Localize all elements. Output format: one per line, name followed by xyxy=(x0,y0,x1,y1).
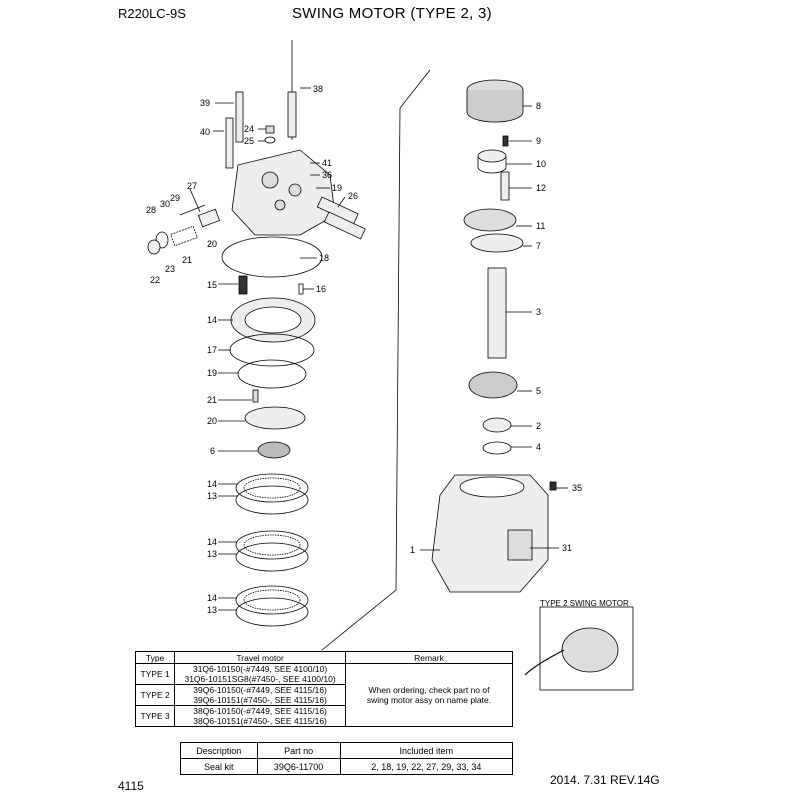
o-ring-22 xyxy=(221,236,323,278)
type-table-header: Travel motor xyxy=(174,651,346,664)
callout-23: 19 xyxy=(332,183,342,193)
callout-37: 39 xyxy=(200,98,210,108)
callout-labels: 39 38 40 24 25 41 36 19 26 27 29 30 28 2… xyxy=(146,84,582,615)
callout-15: 14 xyxy=(207,315,217,325)
callout-26: 22 xyxy=(150,275,160,285)
callout-36: 38 xyxy=(313,84,323,94)
callout-20: 20 xyxy=(207,416,217,426)
table-row: TYPE 1 31Q6-10150(-#7449, SEE 4100/10)31… xyxy=(134,663,513,727)
callout-25: 21 xyxy=(182,255,192,265)
callout-4: 4 xyxy=(536,442,541,452)
motor-cell: 39Q6-10150(-#7449, SEE 4115/16)39Q6-1015… xyxy=(174,684,346,706)
callout-32: 28 xyxy=(146,205,156,215)
callout-2: 2 xyxy=(536,421,541,431)
table-row: TYPE 3 38Q6-10150(-#7449, SEE 4115/16)38… xyxy=(134,705,513,727)
type-cell: TYPE 3 xyxy=(134,705,176,727)
callout-33: 29 xyxy=(170,193,180,203)
kit-header: Description xyxy=(180,742,258,759)
inset-label: TYPE 2 SWING MOTOR xyxy=(540,599,629,608)
bolt-37 xyxy=(235,91,244,143)
callout-40: 36 xyxy=(322,170,332,180)
callout-39: 35 xyxy=(572,483,582,493)
callout-1: 1 xyxy=(410,545,415,555)
callout-3: 3 xyxy=(536,307,541,317)
type-cell: TYPE 1 xyxy=(134,663,176,685)
type-table-header: Remark xyxy=(345,651,513,664)
table-row: Seal kit 39Q6-11700 2, 18, 19, 22, 27, 2… xyxy=(180,758,514,775)
kit-header: Included item xyxy=(339,742,514,759)
callout-17: 16 xyxy=(316,284,326,294)
kit-description: Seal kit xyxy=(180,758,258,775)
callout-14-a: 14 xyxy=(207,479,217,489)
callout-5: 5 xyxy=(536,386,541,396)
plate-stack-2 xyxy=(235,530,309,572)
callout-13-a: 13 xyxy=(207,491,217,501)
callout-13-c: 13 xyxy=(207,605,217,615)
page-number: 4115 xyxy=(118,779,144,793)
motor-cell: 31Q6-10150(-#7449, SEE 4100/10)31Q6-1015… xyxy=(174,663,346,685)
callout-7: 7 xyxy=(536,241,541,251)
callout-18: 17 xyxy=(207,345,217,355)
revision-label: 2014. 7.31 REV.14G xyxy=(550,773,660,787)
callout-24: 20 xyxy=(207,239,217,249)
callout-30: 26 xyxy=(348,191,358,201)
callout-27: 23 xyxy=(165,264,175,274)
callout-28: 24 xyxy=(244,124,254,134)
callout-10: 10 xyxy=(536,159,546,169)
callout-31: 27 xyxy=(187,181,197,191)
bolt-38 xyxy=(225,117,234,169)
callout-34: 30 xyxy=(160,199,170,209)
callout-21: 21 xyxy=(207,395,217,405)
callout-12: 12 xyxy=(536,183,546,193)
callout-11: 11 xyxy=(536,221,545,231)
callout-6: 6 xyxy=(210,446,215,456)
callout-29: 25 xyxy=(244,136,254,146)
callout-38: 40 xyxy=(200,127,210,137)
motor-cell: 38Q6-10150(-#7449, SEE 4115/16)38Q6-1015… xyxy=(174,705,346,727)
type-table-header: Type xyxy=(134,651,176,664)
callout-14-b: 14 xyxy=(207,537,217,547)
page-title: SWING MOTOR (TYPE 2, 3) xyxy=(292,5,492,22)
plate-stack-3 xyxy=(235,585,309,627)
seal-kit-table: Description Part no Included item Seal k… xyxy=(180,742,514,775)
callout-9: 9 xyxy=(536,136,541,146)
type2-inset-frame xyxy=(539,606,634,691)
kit-part-no: 39Q6-11700 xyxy=(256,758,341,775)
callout-16: 15 xyxy=(207,280,217,290)
valve-casing xyxy=(231,149,336,236)
kit-items: 2, 18, 19, 22, 27, 29, 33, 34 xyxy=(339,758,514,775)
drive-shaft-3 xyxy=(487,267,507,359)
callout-22: 18 xyxy=(319,253,329,263)
callout-19: 19 xyxy=(207,368,217,378)
motor-casing-1 xyxy=(431,474,549,593)
callout-8: 8 xyxy=(536,101,541,111)
callout-41: 41 xyxy=(322,158,332,168)
type-cell: TYPE 2 xyxy=(134,684,176,706)
callout-13-b: 13 xyxy=(207,549,217,559)
plate-stack-1 xyxy=(235,473,309,515)
kit-header: Part no xyxy=(256,742,341,759)
callout-35: 31 xyxy=(562,543,572,553)
group-divider-line xyxy=(321,69,431,651)
type-table: Type Travel motor Remark TYPE 1 31Q6-101… xyxy=(134,651,513,727)
model-label: R220LC-9S xyxy=(118,6,186,21)
callout-14-c: 14 xyxy=(207,593,217,603)
